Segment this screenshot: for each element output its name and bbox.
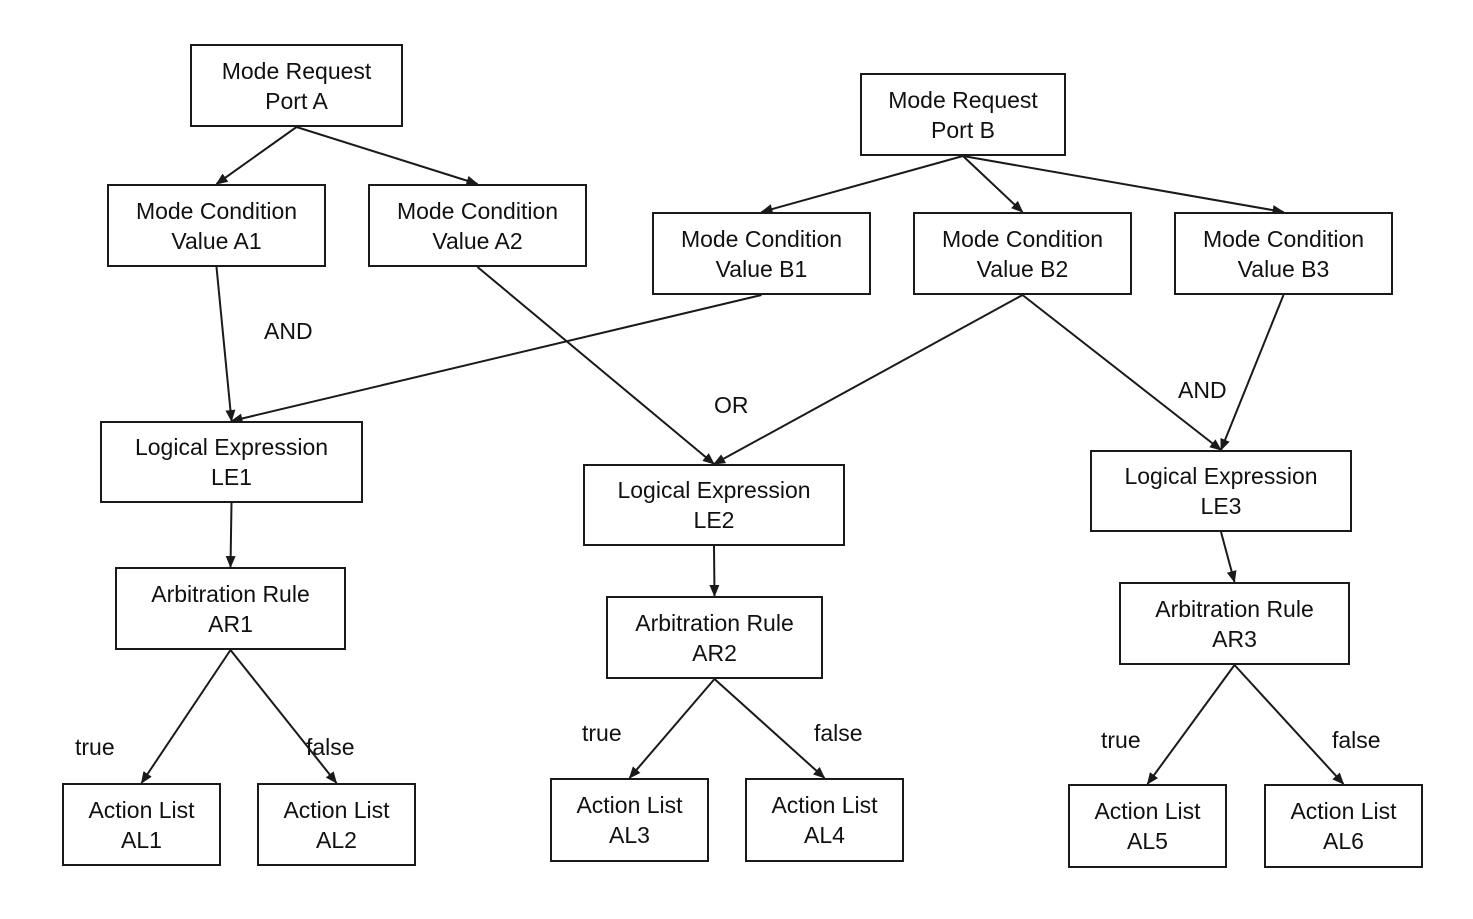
node-label-line1: Mode Condition: [680, 225, 843, 252]
node-action-list-al3: Action List AL3: [550, 778, 709, 862]
node-label-line1: Mode Condition: [396, 197, 559, 224]
node-label-line2: Port B: [931, 116, 995, 143]
node-label-line2: AL5: [1127, 828, 1168, 854]
node-logical-expression-le3: Logical Expression LE3: [1090, 450, 1352, 532]
edge-label-or-le2: OR: [714, 392, 749, 418]
edge-label-false-ar1: false: [306, 734, 355, 760]
node-logical-expression-le2: Logical Expression LE2: [583, 464, 845, 546]
edge-label-false-ar2: false: [814, 720, 863, 746]
edge-le1-to-ar1: [225, 502, 236, 568]
edge-mrpb-to-mcb3: [962, 155, 1285, 216]
node-mode-condition-value-b3: Mode Condition Value B3: [1174, 212, 1393, 295]
node-arbitration-rule-ar3: Arbitration Rule AR3: [1119, 582, 1350, 665]
node-label-line2: AL3: [609, 822, 650, 848]
node-label-line1: Action List: [576, 792, 683, 818]
edge-label-true-ar2: true: [582, 720, 622, 746]
node-label-line2: LE3: [1200, 493, 1242, 519]
edge-label-true-ar3: true: [1101, 727, 1141, 753]
edge-mcb2-to-le3: [1021, 294, 1222, 451]
node-label-line1: Arbitration Rule: [1155, 595, 1314, 622]
node-label-line1: Mode Request: [221, 57, 372, 84]
edge-ar1-to-al1: [140, 649, 232, 784]
node-action-list-al1: Action List AL1: [62, 783, 221, 866]
node-label-line1: Logical Expression: [1124, 463, 1318, 489]
edge-label-and-le1: AND: [264, 318, 313, 344]
edge-le2-to-ar2: [709, 545, 720, 597]
node-label-line2: AL6: [1323, 828, 1364, 854]
node-label-line1: Action List: [283, 796, 390, 823]
node-label-line2: LE2: [693, 507, 735, 533]
edge-label-and-le3: AND: [1178, 377, 1227, 403]
edge-mrpb-to-mcb2: [962, 155, 1024, 213]
node-mode-condition-value-b1: Mode Condition Value B1: [652, 212, 871, 295]
node-mode-condition-value-b2: Mode Condition Value B2: [913, 212, 1132, 295]
edge-mrpa-to-mca1: [215, 126, 298, 185]
edge-ar2-to-al4: [713, 678, 826, 779]
edge-label-false-ar3: false: [1332, 727, 1381, 753]
node-label-line1: Logical Expression: [134, 434, 329, 460]
node-mode-request-port-b: Mode Request Port B: [860, 73, 1066, 156]
node-label-line1: Mode Condition: [1202, 225, 1365, 252]
node-label-line2: AR3: [1212, 625, 1257, 652]
node-action-list-al6: Action List AL6: [1264, 784, 1423, 868]
node-label-line1: Action List: [771, 792, 878, 818]
node-label-line1: Mode Request: [888, 86, 1038, 113]
node-label-line2: AR1: [208, 610, 253, 637]
node-label-line2: Value B1: [715, 255, 808, 282]
node-arbitration-rule-ar1: Arbitration Rule AR1: [115, 567, 346, 650]
node-label-line1: Action List: [1290, 798, 1397, 824]
edge-ar1-to-al2: [229, 649, 338, 784]
node-label-line1: Mode Condition: [941, 225, 1104, 252]
edge-ar3-to-al5: [1146, 664, 1236, 785]
edge-mrpb-to-mcb1: [760, 155, 964, 214]
node-action-list-al5: Action List AL5: [1068, 784, 1227, 868]
edge-label-true-ar1: true: [75, 734, 115, 760]
node-label-line2: AR2: [692, 639, 737, 666]
node-label-line1: Action List: [88, 796, 195, 823]
node-mode-request-port-a: Mode Request Port A: [190, 44, 403, 127]
node-label-line2: Value B2: [976, 255, 1069, 282]
node-label-line2: AL1: [121, 826, 162, 853]
edge-mrpa-to-mca2: [296, 126, 479, 186]
node-label-line2: LE1: [211, 464, 252, 490]
edge-mcb1-to-le1: [230, 294, 762, 424]
node-label-line1: Mode Condition: [135, 197, 298, 224]
node-mode-condition-value-a1: Mode Condition Value A1: [107, 184, 326, 267]
node-label-line1: Logical Expression: [617, 477, 811, 503]
node-label-line1: Arbitration Rule: [635, 609, 794, 636]
node-logical-expression-le1: Logical Expression LE1: [100, 421, 363, 503]
edge-ar2-to-al3: [628, 678, 716, 779]
node-label-line2: Value A1: [171, 227, 262, 254]
node-mode-condition-value-a2: Mode Condition Value A2: [368, 184, 587, 267]
node-label-line2: AL4: [804, 822, 845, 848]
node-label-line2: Value B3: [1237, 255, 1330, 282]
edge-mcb3-to-le3: [1220, 294, 1285, 451]
node-label-line1: Arbitration Rule: [151, 580, 310, 607]
edge-mca2-to-le2: [476, 266, 715, 465]
edge-mca1-to-le1: [215, 266, 236, 422]
node-label-line2: Port A: [265, 87, 328, 114]
node-label-line2: AL2: [316, 826, 357, 853]
edge-ar3-to-al6: [1233, 664, 1345, 785]
edge-le3-to-ar3: [1220, 531, 1237, 583]
node-action-list-al2: Action List AL2: [257, 783, 416, 866]
edge-mcb2-to-le2: [713, 294, 1023, 465]
node-label-line1: Action List: [1094, 798, 1201, 824]
node-arbitration-rule-ar2: Arbitration Rule AR2: [606, 596, 823, 679]
node-label-line2: Value A2: [432, 227, 523, 254]
node-action-list-al4: Action List AL4: [745, 778, 904, 862]
